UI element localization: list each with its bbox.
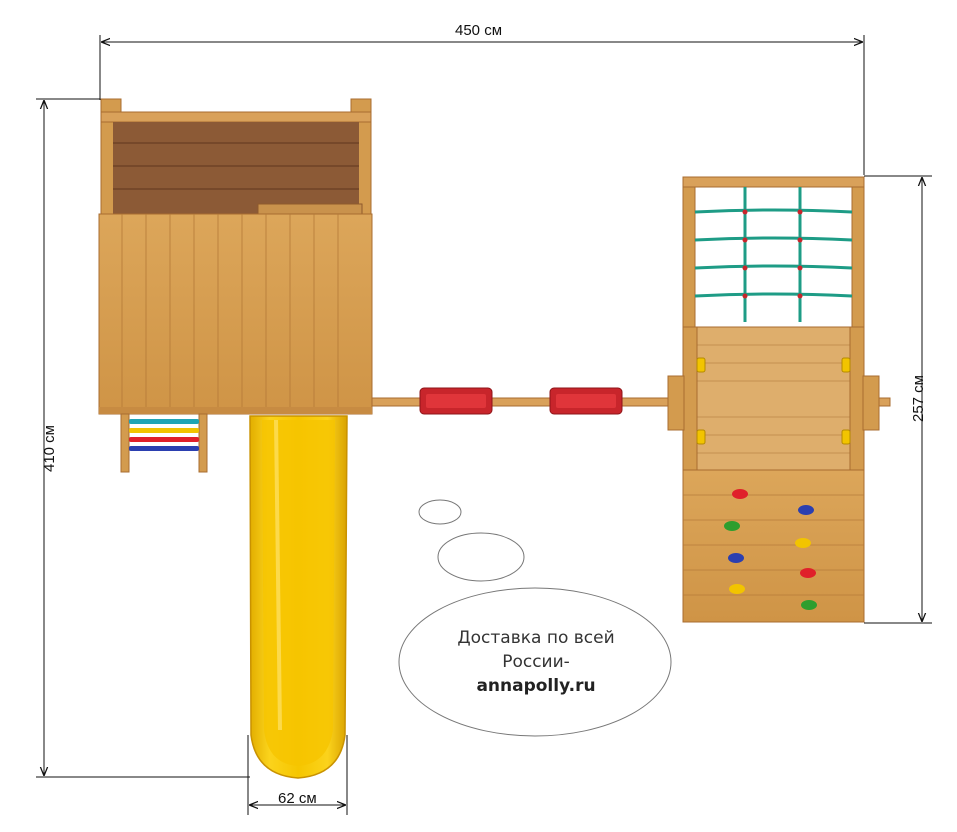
speech-bubbles: [398, 499, 672, 737]
small-ladder: [120, 413, 208, 473]
climbing-holds: [724, 489, 817, 610]
rope-net: [694, 187, 853, 322]
swing-beam: [371, 387, 891, 415]
delivery-note: Доставка по всей России- annapolly.ru: [410, 626, 662, 698]
left-tower: [98, 98, 373, 415]
delivery-site-text: annapolly.ru: [476, 676, 596, 696]
total-width-label: 450 см: [455, 22, 503, 39]
slide-width-label: 62 см: [278, 790, 317, 807]
dimension-lines: [36, 35, 932, 815]
slide: [249, 415, 348, 779]
delivery-site-link[interactable]: annapolly.ru: [410, 674, 662, 698]
right-tower: [667, 176, 880, 623]
total-height-label: 410 см: [41, 424, 59, 473]
delivery-line-2: России-: [502, 652, 570, 672]
tower-height-label: 257 см: [910, 374, 928, 423]
delivery-line-1: Доставка по всей: [457, 628, 615, 648]
